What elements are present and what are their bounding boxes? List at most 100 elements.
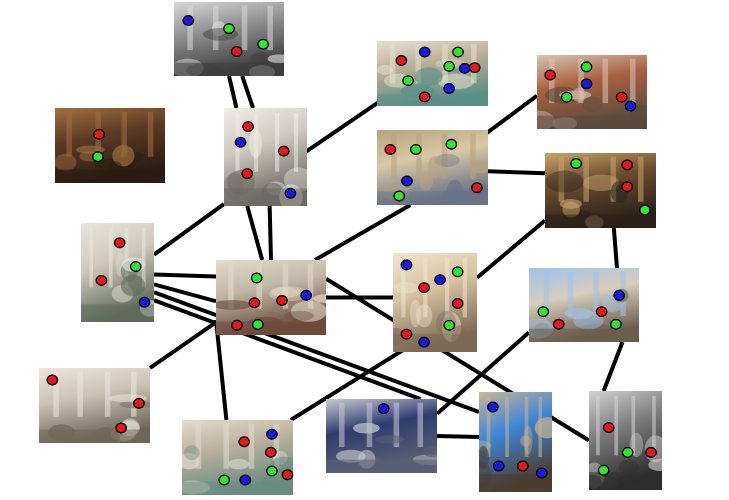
photo-texture	[284, 310, 314, 322]
keypoint-blue-p3	[624, 100, 637, 112]
photo-texture	[417, 402, 424, 448]
photo-texture	[290, 300, 326, 322]
photo-texture	[374, 435, 405, 444]
keypoint-green-p11	[537, 306, 550, 318]
photo-texture	[77, 371, 83, 417]
keypoint-blue-p2	[443, 82, 455, 94]
match-edge-p6-p9	[314, 203, 412, 262]
keypoint-green-p3	[580, 61, 593, 73]
keypoint-green-p1	[223, 23, 235, 35]
photo-texture	[377, 64, 394, 75]
photo-thumbnail-p9	[216, 260, 326, 335]
keypoint-green-p1	[257, 38, 269, 50]
match-edge-p1-p5	[227, 75, 239, 109]
photo-texture	[571, 87, 586, 102]
photo-thumbnail-p13	[182, 420, 293, 495]
keypoint-red-p2	[395, 55, 408, 66]
keypoint-blue-p10	[434, 274, 446, 286]
photo-texture	[393, 281, 418, 294]
photo-texture	[537, 115, 647, 129]
match-edge-p3-p6	[484, 94, 539, 136]
keypoint-red-p13	[238, 436, 251, 448]
photo-texture	[377, 191, 488, 205]
photo-texture	[427, 155, 442, 179]
photo-texture	[409, 299, 421, 328]
photo-texture	[124, 227, 129, 288]
keypoint-blue-p2	[458, 62, 471, 74]
keypoint-blue-p13	[266, 428, 278, 440]
keypoint-red-p9	[248, 297, 261, 309]
keypoint-green-p10	[443, 319, 456, 331]
photo-texture	[423, 446, 437, 458]
photo-texture	[249, 128, 263, 159]
photo-texture	[352, 422, 380, 434]
keypoint-red-p10	[400, 328, 413, 340]
photo-texture	[416, 304, 433, 328]
match-edge-p5-p8	[152, 202, 226, 257]
photo-texture	[529, 328, 639, 342]
photo-texture	[389, 44, 396, 84]
photo-texture	[183, 445, 200, 461]
photo-texture	[479, 474, 552, 492]
photo-texture	[141, 227, 146, 288]
keypoint-red-p16	[645, 446, 657, 458]
keypoint-red-p3	[544, 69, 557, 81]
keypoint-red-p3	[615, 91, 628, 103]
match-edge-p7-p10	[475, 218, 547, 280]
photo-texture	[652, 395, 656, 456]
photo-texture	[593, 271, 599, 317]
keypoint-red-p2	[418, 91, 431, 103]
keypoint-red-p11	[552, 318, 565, 330]
match-edge-p9-p12	[148, 320, 218, 370]
keypoint-red-p13	[264, 446, 277, 458]
photo-texture	[391, 133, 397, 179]
photo-texture	[267, 5, 273, 51]
keypoint-green-p9	[250, 272, 263, 284]
keypoint-blue-p10	[400, 259, 413, 271]
keypoint-red-p9	[231, 319, 243, 331]
photo-texture	[469, 159, 488, 174]
photo-texture	[520, 435, 531, 447]
keypoint-red-p10	[418, 282, 430, 294]
photo-texture	[505, 397, 509, 457]
keypoint-green-p4	[92, 151, 104, 163]
keypoint-green-p11	[610, 318, 622, 330]
photo-texture	[602, 58, 609, 104]
photo-texture	[582, 174, 620, 191]
photo-texture	[121, 111, 127, 157]
keypoint-red-p7	[621, 159, 633, 171]
nodes-layer	[39, 2, 662, 495]
keypoint-red-p5	[277, 145, 290, 157]
photo-texture	[614, 395, 619, 456]
keypoint-green-p7	[570, 158, 582, 169]
photo-texture	[564, 308, 594, 320]
keypoint-red-p15	[516, 460, 529, 472]
photo-texture	[130, 371, 137, 417]
match-edge-p8-p14	[153, 298, 422, 401]
photo-thumbnail-p7	[545, 153, 656, 228]
photo-texture	[338, 402, 345, 448]
keypoint-red-p1	[230, 46, 243, 58]
photo-thumbnail-p15	[479, 392, 552, 492]
match-edge-p8-p15	[153, 290, 480, 414]
photo-texture	[55, 153, 77, 171]
photo-texture	[282, 263, 289, 309]
photo-texture	[393, 402, 400, 448]
photo-texture	[393, 334, 477, 352]
match-edge-p5-p9	[267, 205, 273, 261]
photo-texture	[578, 58, 584, 104]
keypoint-red-p12	[133, 397, 145, 409]
photo-texture	[273, 423, 280, 469]
photo-texture	[195, 423, 202, 469]
photo-texture	[596, 395, 600, 456]
match-edge-p14-p15	[436, 434, 480, 439]
match-edge-p11-p16	[601, 341, 625, 392]
photo-texture	[648, 458, 662, 472]
keypoint-green-p13	[266, 465, 278, 477]
photo-texture	[545, 170, 584, 193]
photo-texture	[313, 294, 326, 303]
keypoint-blue-p15	[487, 401, 499, 413]
photo-texture	[416, 133, 422, 179]
keypoint-green-p8	[129, 261, 142, 273]
